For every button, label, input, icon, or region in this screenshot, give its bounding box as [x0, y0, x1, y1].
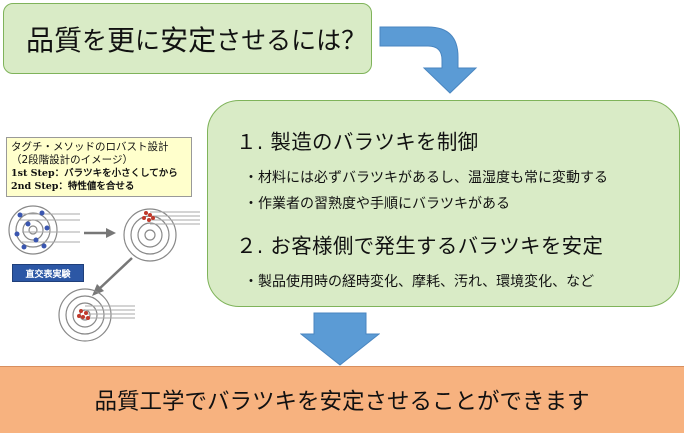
section1-bullet-2: ・作業者の習熟度や手順にバラツキがある	[244, 196, 510, 212]
conclusion-box: 品質工学でバラツキを安定させることができます	[0, 366, 684, 433]
info-line-1: タグチ・メソッドのロバスト設計	[11, 141, 169, 153]
main-box: １. 製造のバラツキを制御 ・材料には必ずバラツキがあるし、温湿度も常に変動する…	[207, 100, 680, 307]
info-step-2: 2nd Step：特性値を合せる	[11, 181, 135, 192]
title-box: 品質を更に安定させるには？	[3, 3, 372, 74]
title-part-2: を	[82, 25, 108, 55]
info-step-1: 1st Step：バラツキを小さくしてから	[11, 168, 178, 179]
conclusion-text: 品質工学でバラツキを安定させることができます	[94, 389, 590, 415]
target-3-icon	[58, 288, 135, 342]
section2-bullet-1: ・製品使用時の経時変化、摩耗、汚れ、環境変化、など	[244, 274, 595, 290]
target-1-icon	[8, 205, 80, 255]
title-part-1: 品質	[26, 23, 83, 57]
orthogonal-array-label: 直交表実験	[12, 264, 84, 282]
info-line-2: （2段階設計のイメージ）	[11, 154, 133, 166]
target-2-icon	[123, 208, 200, 262]
targets-illustration	[8, 205, 200, 342]
title-part-4: に	[135, 25, 161, 55]
taguchi-info-box: タグチ・メソッドのロバスト設計 （2段階設計のイメージ） 1st Step：バラ…	[6, 137, 192, 197]
section2-heading: ２. お客様側で発生するバラツキを安定	[236, 234, 604, 258]
section1-bullet-1: ・材料には必ずバラツキがあるし、温湿度も常に変動する	[244, 170, 608, 186]
title-part-6: させるには？	[216, 25, 367, 55]
title-part-3: 更	[107, 23, 136, 57]
down-arrow-icon	[300, 312, 380, 366]
title-part-5: 安定	[160, 23, 217, 57]
section1-heading: １. 製造のバラツキを制御	[236, 130, 479, 154]
